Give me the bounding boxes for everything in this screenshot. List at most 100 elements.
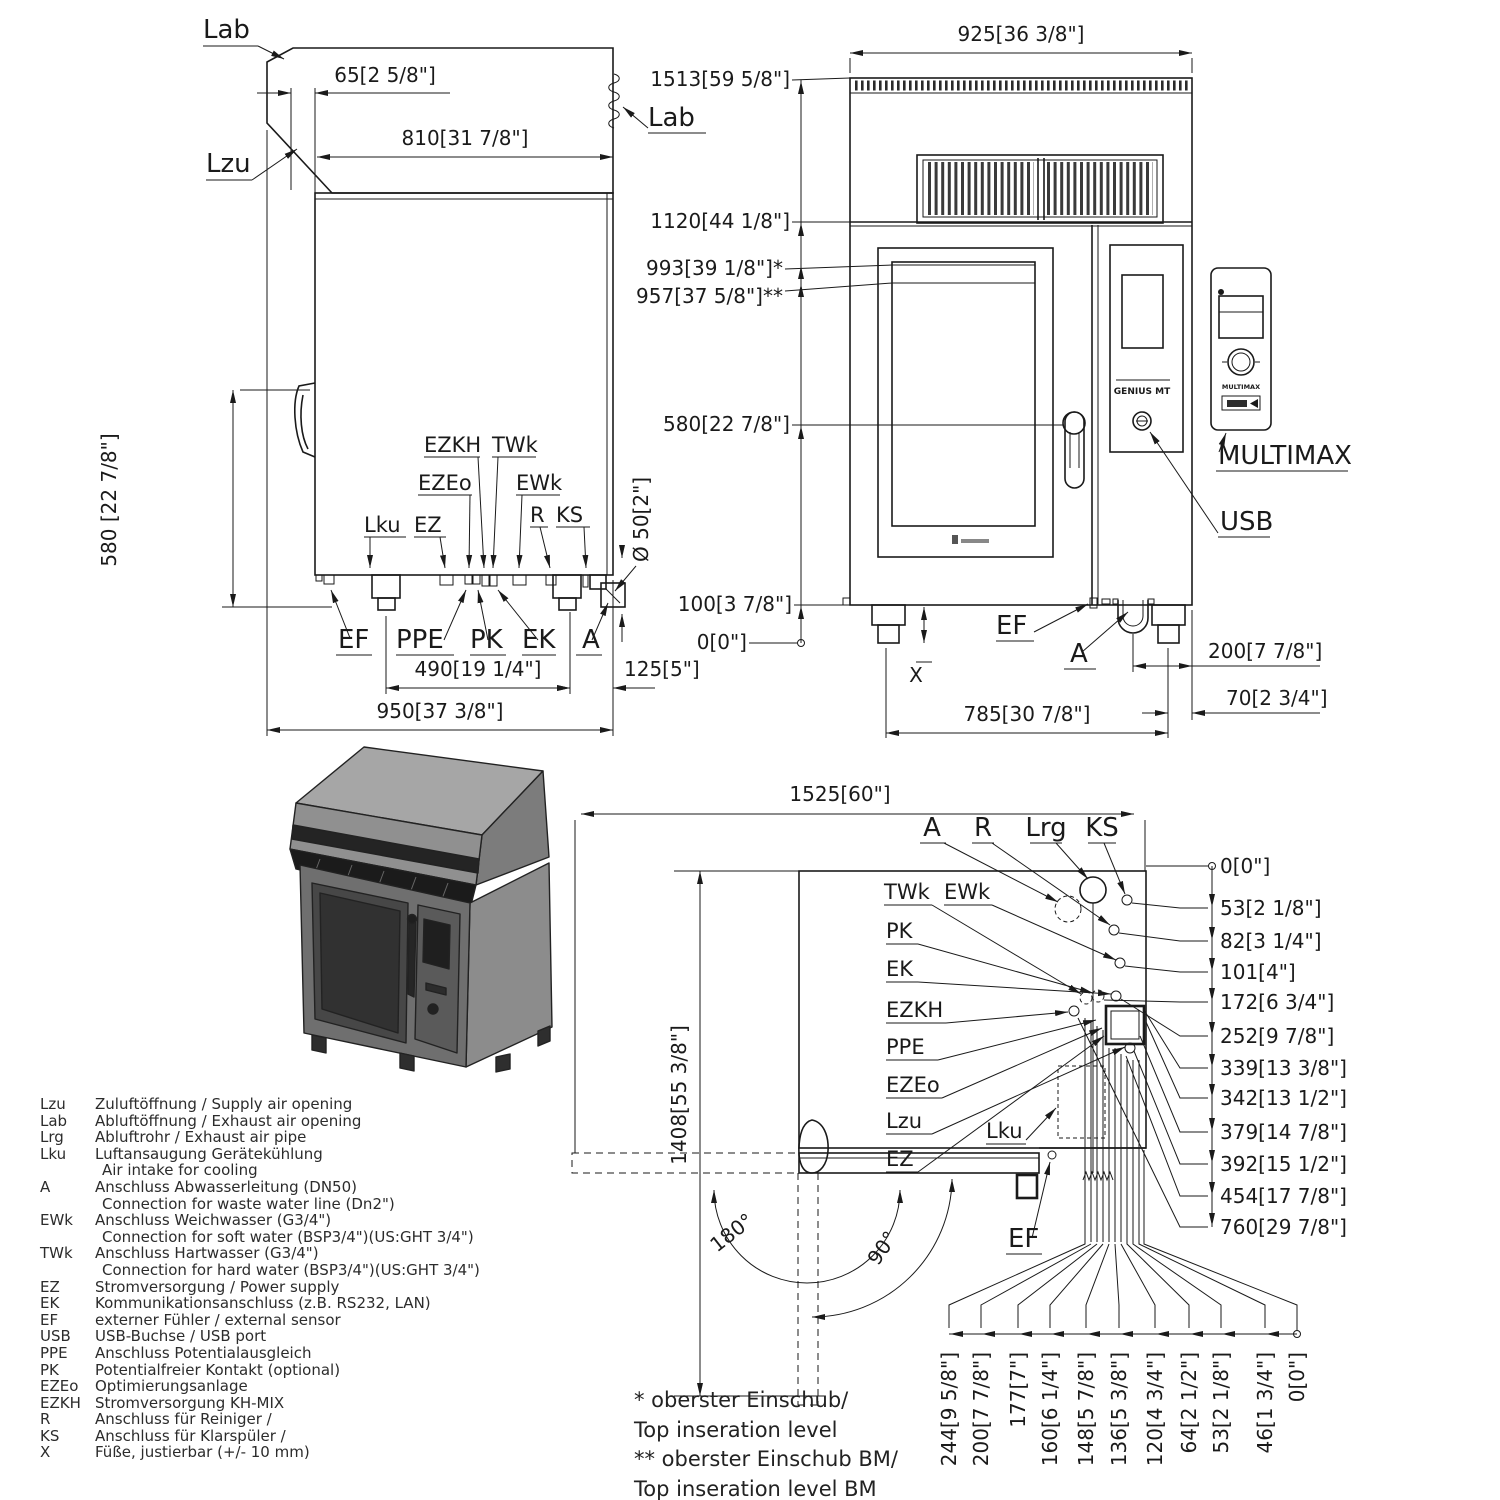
lku-intake-zone xyxy=(1057,1065,1106,1139)
control-screen xyxy=(422,918,451,970)
a-label: A xyxy=(582,625,600,655)
r-label: R xyxy=(974,813,992,843)
front-view-drawing: GENIUS MT MULTIMAX 925[36 3/8"] xyxy=(636,22,1352,738)
multimax-remote: MULTIMAX xyxy=(1210,267,1272,431)
footnote-line: * oberster Einschub/ xyxy=(634,1388,849,1412)
twk-label: TWk xyxy=(491,433,539,457)
ez-label: EZ xyxy=(886,1147,914,1171)
top-view-outline xyxy=(571,870,1147,1406)
lab-right-label: Lab xyxy=(648,103,695,133)
connection-cluster xyxy=(1054,876,1146,1242)
waste-connection xyxy=(1054,895,1082,923)
bchain-0: 0[0"] xyxy=(1285,1352,1309,1402)
knob-icon xyxy=(1227,348,1255,376)
dim-100: 100[3 7/8"] xyxy=(678,592,792,616)
ef-label: EF xyxy=(996,611,1027,641)
dim-785: 785[30 7/8"] xyxy=(964,702,1091,726)
front-view-outline xyxy=(842,77,1193,606)
lrg-pipe xyxy=(1079,876,1107,904)
a-label: A xyxy=(1070,639,1088,669)
footnote-line: Top inseration level BM xyxy=(634,1476,877,1500)
dim-490: 490[19 1/4"] xyxy=(415,657,542,681)
legend-row: Connection for soft water (BSP3/4")(US:G… xyxy=(102,1227,474,1246)
side-view-drawing: Lab Lzu Lab 65[2 5/8"] 810[31 7/8"] 580 … xyxy=(97,15,706,736)
dim-950: 950[37 3/8"] xyxy=(377,699,504,723)
bchain-53: 53[2 1/8"] xyxy=(1209,1352,1233,1454)
bchain-244: 244[9 5/8"] xyxy=(937,1352,961,1466)
footnote-line: ** oberster Einschub BM/ xyxy=(634,1447,898,1471)
dim-810: 810[31 7/8"] xyxy=(402,126,529,150)
louver-vent xyxy=(916,154,1164,224)
front-view-dimensions: 925[36 3/8"] 1513[59 5/8"] 1120[44 1/8"]… xyxy=(636,22,1328,738)
handle xyxy=(407,916,417,998)
foot xyxy=(399,1052,415,1072)
lzu-label: Lzu xyxy=(206,149,251,179)
pk-label: PK xyxy=(470,625,504,655)
side-view-connection-labels: Lku EZ EZEo EZKH TWk EWk R KS EF PPE PK … xyxy=(330,433,609,656)
door-pivot xyxy=(798,1119,829,1174)
dim-0: 0[0"] xyxy=(697,630,747,654)
chain-0: 0[0"] xyxy=(1220,854,1270,878)
ks-label: KS xyxy=(1085,813,1119,843)
bchain-64: 64[2 1/2"] xyxy=(1177,1352,1201,1454)
ek-label: EK xyxy=(522,625,556,655)
ef-label: EF xyxy=(338,625,369,655)
foot xyxy=(537,1025,551,1047)
top-view-dimensions: 1525[60"] 1408[55 3/8"] xyxy=(574,782,1146,1397)
angle-180-label: 180° xyxy=(705,1208,758,1257)
ez-label: EZ xyxy=(414,513,442,537)
bottom-dimension-chain: 244[9 5/8"] 200[7 7/8"] 177[7"] 160[6 1/… xyxy=(937,1060,1309,1466)
bchain-136: 136[5 3/8"] xyxy=(1107,1352,1131,1466)
door-window-frame xyxy=(877,247,1054,558)
ewk-label: EWk xyxy=(944,880,991,904)
multimax-device-label: MULTIMAX xyxy=(1222,383,1260,391)
isometric-oven-illustration xyxy=(289,746,553,1073)
brand-logo xyxy=(952,535,958,544)
waste-water-elbow xyxy=(589,574,607,590)
chain-760: 760[29 7/8"] xyxy=(1220,1215,1347,1239)
control-panel: GENIUS MT xyxy=(1109,244,1184,453)
chain-379: 379[14 7/8"] xyxy=(1220,1120,1347,1144)
chain-339: 339[13 3/8"] xyxy=(1220,1056,1347,1080)
ezeo-label: EZEo xyxy=(886,1073,940,1097)
intake-coil xyxy=(1082,1170,1114,1182)
ks-label: KS xyxy=(556,503,583,527)
dim-125: 125[5"] xyxy=(624,657,700,681)
exhaust-coil-icon xyxy=(608,73,620,129)
side-view-outline xyxy=(266,47,620,576)
dim-200: 200[7 7/8"] xyxy=(1208,639,1322,663)
bchain-120: 120[4 3/4"] xyxy=(1143,1352,1167,1466)
a-label: A xyxy=(923,813,941,843)
foot xyxy=(311,1034,327,1054)
legend-row: Connection for hard water (BSP3/4")(US:G… xyxy=(102,1260,480,1279)
dim-65: 65[2 5/8"] xyxy=(334,63,436,87)
hood-vent-band xyxy=(291,824,480,874)
door-glass xyxy=(319,892,401,1034)
angle-90-label: 90° xyxy=(862,1227,902,1270)
dim-580: 580[22 7/8"] xyxy=(663,412,790,436)
door-swing-arcs: 180° 90° xyxy=(705,1179,955,1320)
dim-diameter-50: Ø 50[2"] xyxy=(629,477,653,562)
chain-392: 392[15 1/2"] xyxy=(1220,1152,1347,1176)
usb-label: USB xyxy=(1220,507,1273,537)
chain-252: 252[9 7/8"] xyxy=(1220,1024,1334,1048)
multimax-label: MULTIMAX xyxy=(1218,441,1352,471)
top-view-labels: A R Lrg KS TWk EWk PK EK EZKH PPE EZEo L… xyxy=(883,813,1126,1255)
foot xyxy=(495,1053,511,1073)
